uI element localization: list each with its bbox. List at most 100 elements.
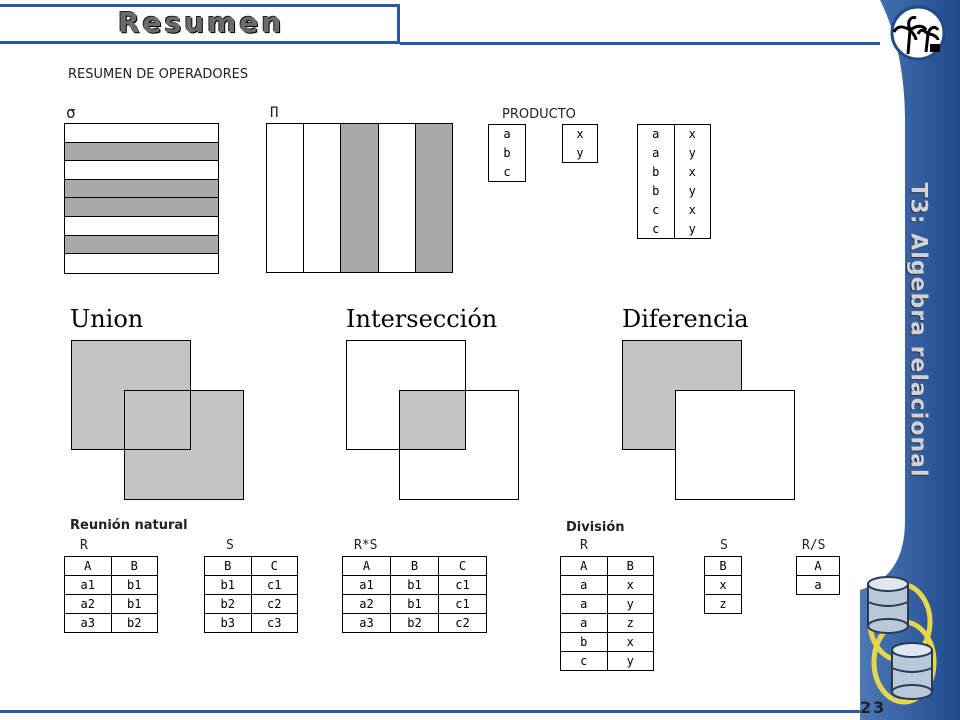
join-s-name: S <box>226 538 234 553</box>
union-set-b <box>124 390 244 500</box>
table-cell: b <box>637 181 675 201</box>
table-cell: c <box>560 651 608 671</box>
column-header: A <box>796 556 840 576</box>
sigma-row-selected <box>65 179 218 199</box>
table-cell: c <box>637 219 675 239</box>
table-cell: c2 <box>250 594 298 614</box>
table-cell: a <box>560 594 608 614</box>
table-cell: x <box>673 124 711 144</box>
difference-heading: Diferencia <box>622 305 749 333</box>
table-cell: a3 <box>64 613 112 633</box>
table-cell: a1 <box>342 575 391 595</box>
table-cell: c <box>488 162 526 182</box>
table-cell: a2 <box>64 594 112 614</box>
column-header: C <box>438 556 487 576</box>
join-label: Reunión natural <box>70 518 188 533</box>
page-number: 23 <box>860 698 887 717</box>
table-cell: x <box>704 575 742 595</box>
division-q-name: R/S <box>802 538 826 553</box>
intersection-set-b <box>399 390 519 500</box>
table-cell: x <box>606 575 654 595</box>
column-header: B <box>110 556 158 576</box>
sigma-row-selected <box>65 198 218 217</box>
database-icon <box>867 576 937 705</box>
union-set-a-outline <box>71 340 191 450</box>
table-cell: b <box>488 143 526 163</box>
table-cell: y <box>673 143 711 163</box>
footer-divider <box>0 710 860 713</box>
sigma-row <box>65 254 218 273</box>
sigma-row <box>65 161 218 180</box>
vertical-section-title: T3: Algebra relacional <box>905 182 931 478</box>
union-heading: Union <box>70 305 144 333</box>
division-s-table: B x z <box>704 556 742 614</box>
column-header: B <box>606 556 654 576</box>
table-cell: a1 <box>64 575 112 595</box>
title-frame <box>0 4 400 44</box>
table-cell: c2 <box>438 613 487 633</box>
table-cell: a <box>637 124 675 144</box>
join-rs-name: R*S <box>354 538 378 553</box>
table-cell: z <box>606 613 654 633</box>
sigma-row <box>65 217 218 236</box>
table-cell: c3 <box>250 613 298 633</box>
table-cell: x <box>562 124 598 144</box>
table-cell: b1 <box>390 594 439 614</box>
table-cell: y <box>562 143 598 163</box>
table-cell: b1 <box>204 575 252 595</box>
table-cell: b2 <box>390 613 439 633</box>
table-cell: x <box>673 200 711 220</box>
column-header: B <box>204 556 252 576</box>
division-s-name: S <box>720 538 728 553</box>
table-cell: b <box>637 162 675 182</box>
table-cell: b <box>560 632 608 652</box>
table-cell: z <box>704 594 742 614</box>
table-cell: a <box>560 575 608 595</box>
pi-label: Π <box>270 105 279 121</box>
side-band <box>860 0 960 720</box>
sigma-label: σ <box>66 103 76 122</box>
table-cell: c1 <box>250 575 298 595</box>
intersection-overlap <box>399 390 466 450</box>
table-cell: x <box>673 162 711 182</box>
table-cell: b2 <box>110 613 158 633</box>
difference-set-b <box>675 390 795 500</box>
sigma-row-selected <box>65 235 218 255</box>
table-cell: b2 <box>204 594 252 614</box>
table-cell: x <box>606 632 654 652</box>
table-cell: y <box>673 219 711 239</box>
pi-column <box>304 124 342 272</box>
table-cell: y <box>673 181 711 201</box>
division-label: División <box>566 520 625 535</box>
pi-column <box>267 124 305 272</box>
column-header: B <box>390 556 439 576</box>
table-cell: b1 <box>390 575 439 595</box>
table-cell: a <box>560 613 608 633</box>
table-cell: c <box>637 200 675 220</box>
table-cell: a <box>488 124 526 144</box>
pi-column-selected <box>341 124 379 272</box>
table-cell: y <box>606 594 654 614</box>
join-r-name: R <box>80 538 88 553</box>
intersection-heading: Intersección <box>346 305 498 333</box>
column-header: A <box>64 556 112 576</box>
column-header: B <box>704 556 742 576</box>
column-header: A <box>560 556 608 576</box>
intersection-set-a-outline <box>346 340 466 450</box>
projection-diagram <box>266 123 453 273</box>
table-cell: a <box>796 575 840 595</box>
pi-column <box>379 124 416 272</box>
table-cell: b1 <box>110 575 158 595</box>
sigma-row-selected <box>65 142 218 162</box>
table-cell: b3 <box>204 613 252 633</box>
pi-column-selected <box>415 124 453 272</box>
producto-r-table: a b c <box>488 124 526 182</box>
table-cell: a <box>637 143 675 163</box>
column-header: C <box>250 556 298 576</box>
column-header: A <box>342 556 391 576</box>
table-cell: a2 <box>342 594 391 614</box>
